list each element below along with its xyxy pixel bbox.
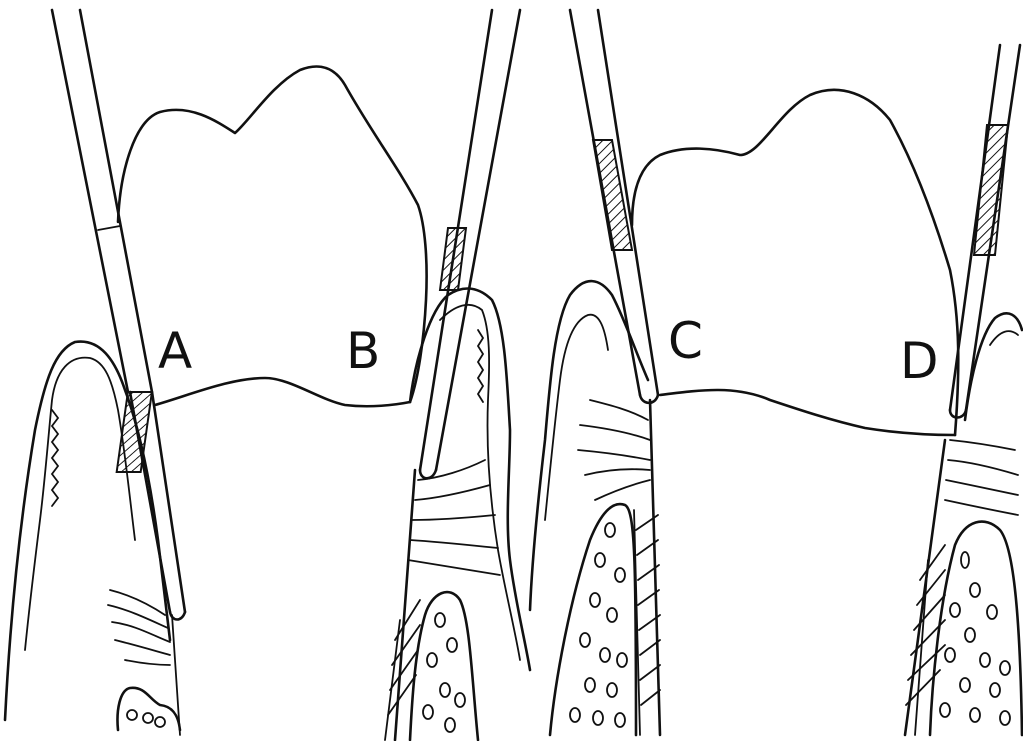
root-c [634, 400, 660, 735]
label-a: A [158, 322, 192, 380]
alveolar-bone-b [410, 592, 478, 740]
periodontal-probe-c [570, 10, 658, 403]
periodontal-probe-a [52, 10, 185, 620]
periodontal-fibers-d [945, 440, 1018, 515]
alveolar-bone-c [550, 504, 636, 735]
gingiva-d [965, 313, 1022, 420]
label-d: D [900, 332, 939, 390]
gingiva-c [530, 281, 648, 610]
alveolar-bone-a [118, 688, 181, 730]
periodontal-probe-d [950, 45, 1020, 418]
label-c: C [668, 312, 703, 370]
periodontal-fibers-c [578, 400, 650, 500]
alveolar-bone-d [930, 522, 1022, 735]
periodontal-probe-b [420, 10, 520, 478]
root-b [385, 470, 420, 740]
root-d [905, 440, 945, 735]
label-b: B [346, 322, 380, 380]
